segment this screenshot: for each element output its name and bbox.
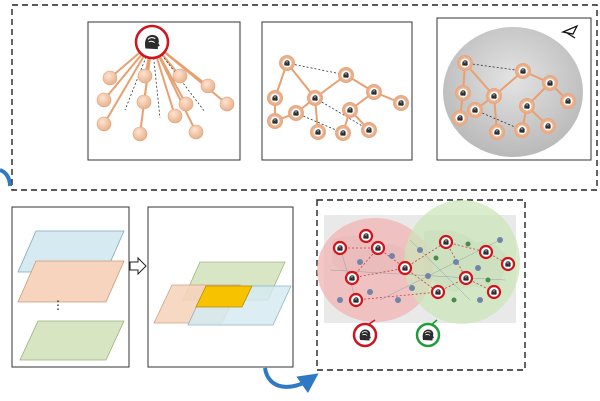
- layer-plane-peach: [17, 260, 125, 303]
- observed-person-nodes: [452, 55, 576, 140]
- stack-ellipsis: ⋮: [52, 298, 64, 312]
- brain-head-icon: [134, 24, 170, 60]
- curved-blue-arrow-icon: [263, 367, 319, 394]
- top-dashed-frame: [11, 4, 598, 191]
- panel-multilayer-network: [316, 199, 526, 371]
- brain-head-icon-green: [415, 322, 441, 348]
- cluster-red: [317, 218, 433, 322]
- panel-observed-network: [436, 17, 592, 161]
- panel-star-network: [87, 21, 241, 161]
- overlap-region: [195, 285, 253, 308]
- panel-tree-network: [261, 21, 413, 161]
- eye-icon: [560, 24, 579, 39]
- panel-overlapping-layers: [147, 206, 294, 368]
- red-highlight-nodes: [332, 228, 516, 308]
- tree-person-nodes: [267, 55, 409, 141]
- curved-blue-arrow-icon: [0, 168, 12, 187]
- arrow-right-outline-icon: [129, 256, 147, 276]
- brain-head-icon-red: [352, 322, 378, 348]
- panel-stacked-layers: [11, 206, 130, 368]
- layer-plane-green: [19, 320, 125, 361]
